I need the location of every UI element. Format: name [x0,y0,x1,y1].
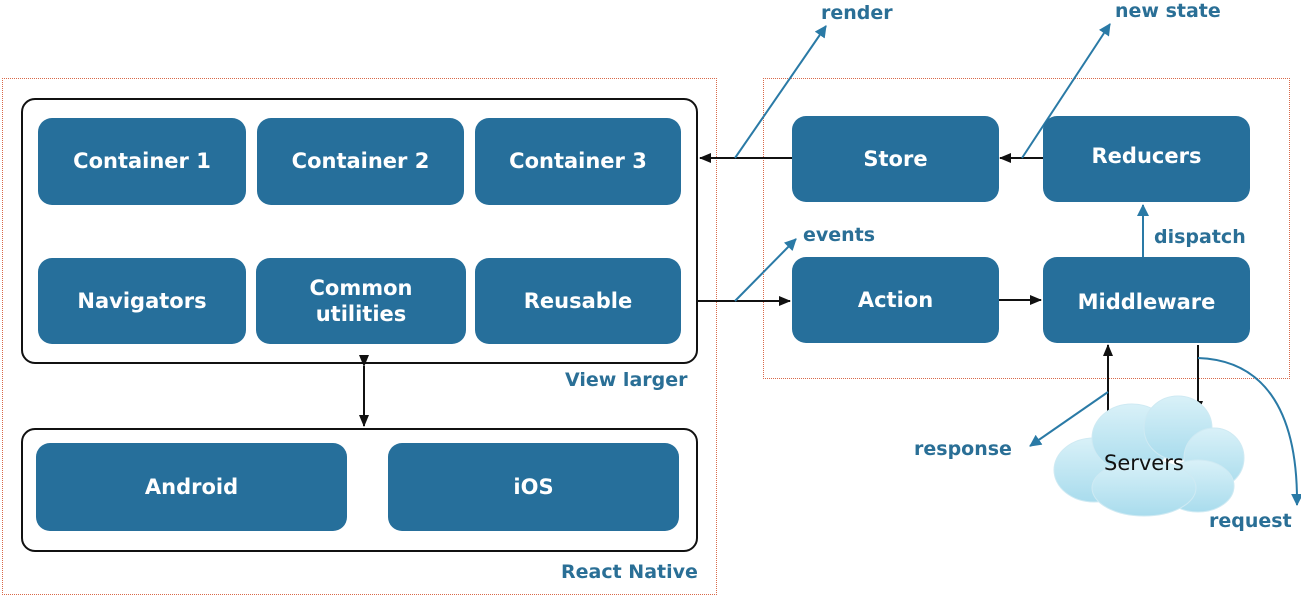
react-native-label: React Native [561,561,698,583]
response-arrow [1029,391,1109,447]
reusable-block: Reusable [475,258,681,344]
request-arrow [1197,357,1301,506]
container-3-block: Container 3 [475,118,681,205]
new-state-arrow [1021,23,1111,159]
events-arrow [734,238,797,302]
common-utilities-block: Common utilities [256,258,466,344]
render-label: render [821,2,893,24]
request-label: request [1209,510,1292,532]
navigators-block: Navigators [38,258,246,344]
store-block: Store [792,116,999,202]
middleware-block: Middleware [1043,257,1250,343]
android-block: Android [36,443,347,531]
redux-group-frame [763,78,1290,379]
container-1-block: Container 1 [38,118,246,205]
response-label: response [914,438,1012,460]
container-2-block: Container 2 [257,118,464,205]
ios-block: iOS [388,443,679,531]
servers-label: Servers [1104,451,1184,475]
platform-frame [21,428,698,552]
new-state-label: new state [1115,0,1221,22]
render-arrow [734,25,827,159]
reducers-block: Reducers [1043,116,1250,202]
view-layer-label: View larger [565,369,688,391]
events-label: events [803,224,876,246]
action-block: Action [792,257,999,343]
dispatch-label: dispatch [1154,226,1246,248]
cloud-icon [1053,395,1245,517]
